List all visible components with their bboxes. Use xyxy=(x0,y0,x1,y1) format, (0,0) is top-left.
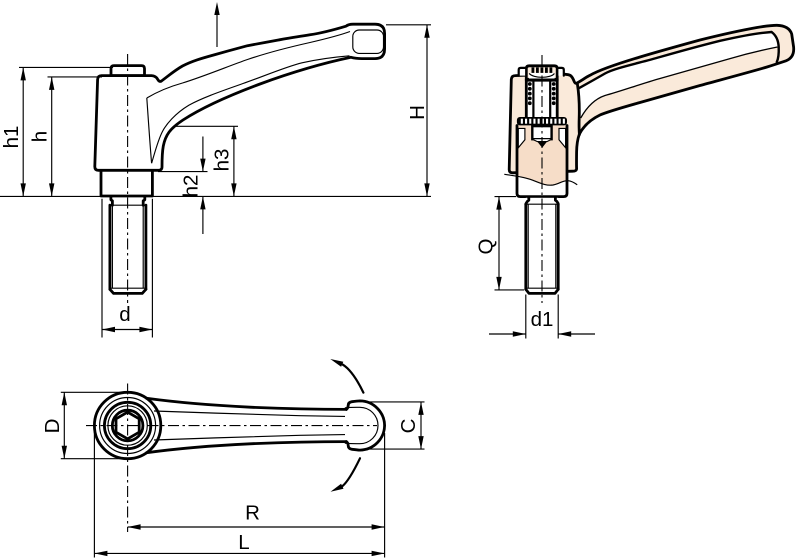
svg-text:h2: h2 xyxy=(180,175,203,198)
svg-text:h: h xyxy=(28,131,51,142)
svg-text:L: L xyxy=(238,531,249,554)
svg-text:H: H xyxy=(406,105,429,120)
svg-text:h3: h3 xyxy=(211,149,234,172)
svg-text:d1: d1 xyxy=(531,308,554,331)
svg-text:R: R xyxy=(245,502,260,525)
svg-text:Q: Q xyxy=(475,239,498,255)
svg-text:h1: h1 xyxy=(0,126,23,149)
svg-text:D: D xyxy=(41,419,64,434)
svg-text:C: C xyxy=(397,418,420,433)
svg-text:d: d xyxy=(119,303,130,326)
